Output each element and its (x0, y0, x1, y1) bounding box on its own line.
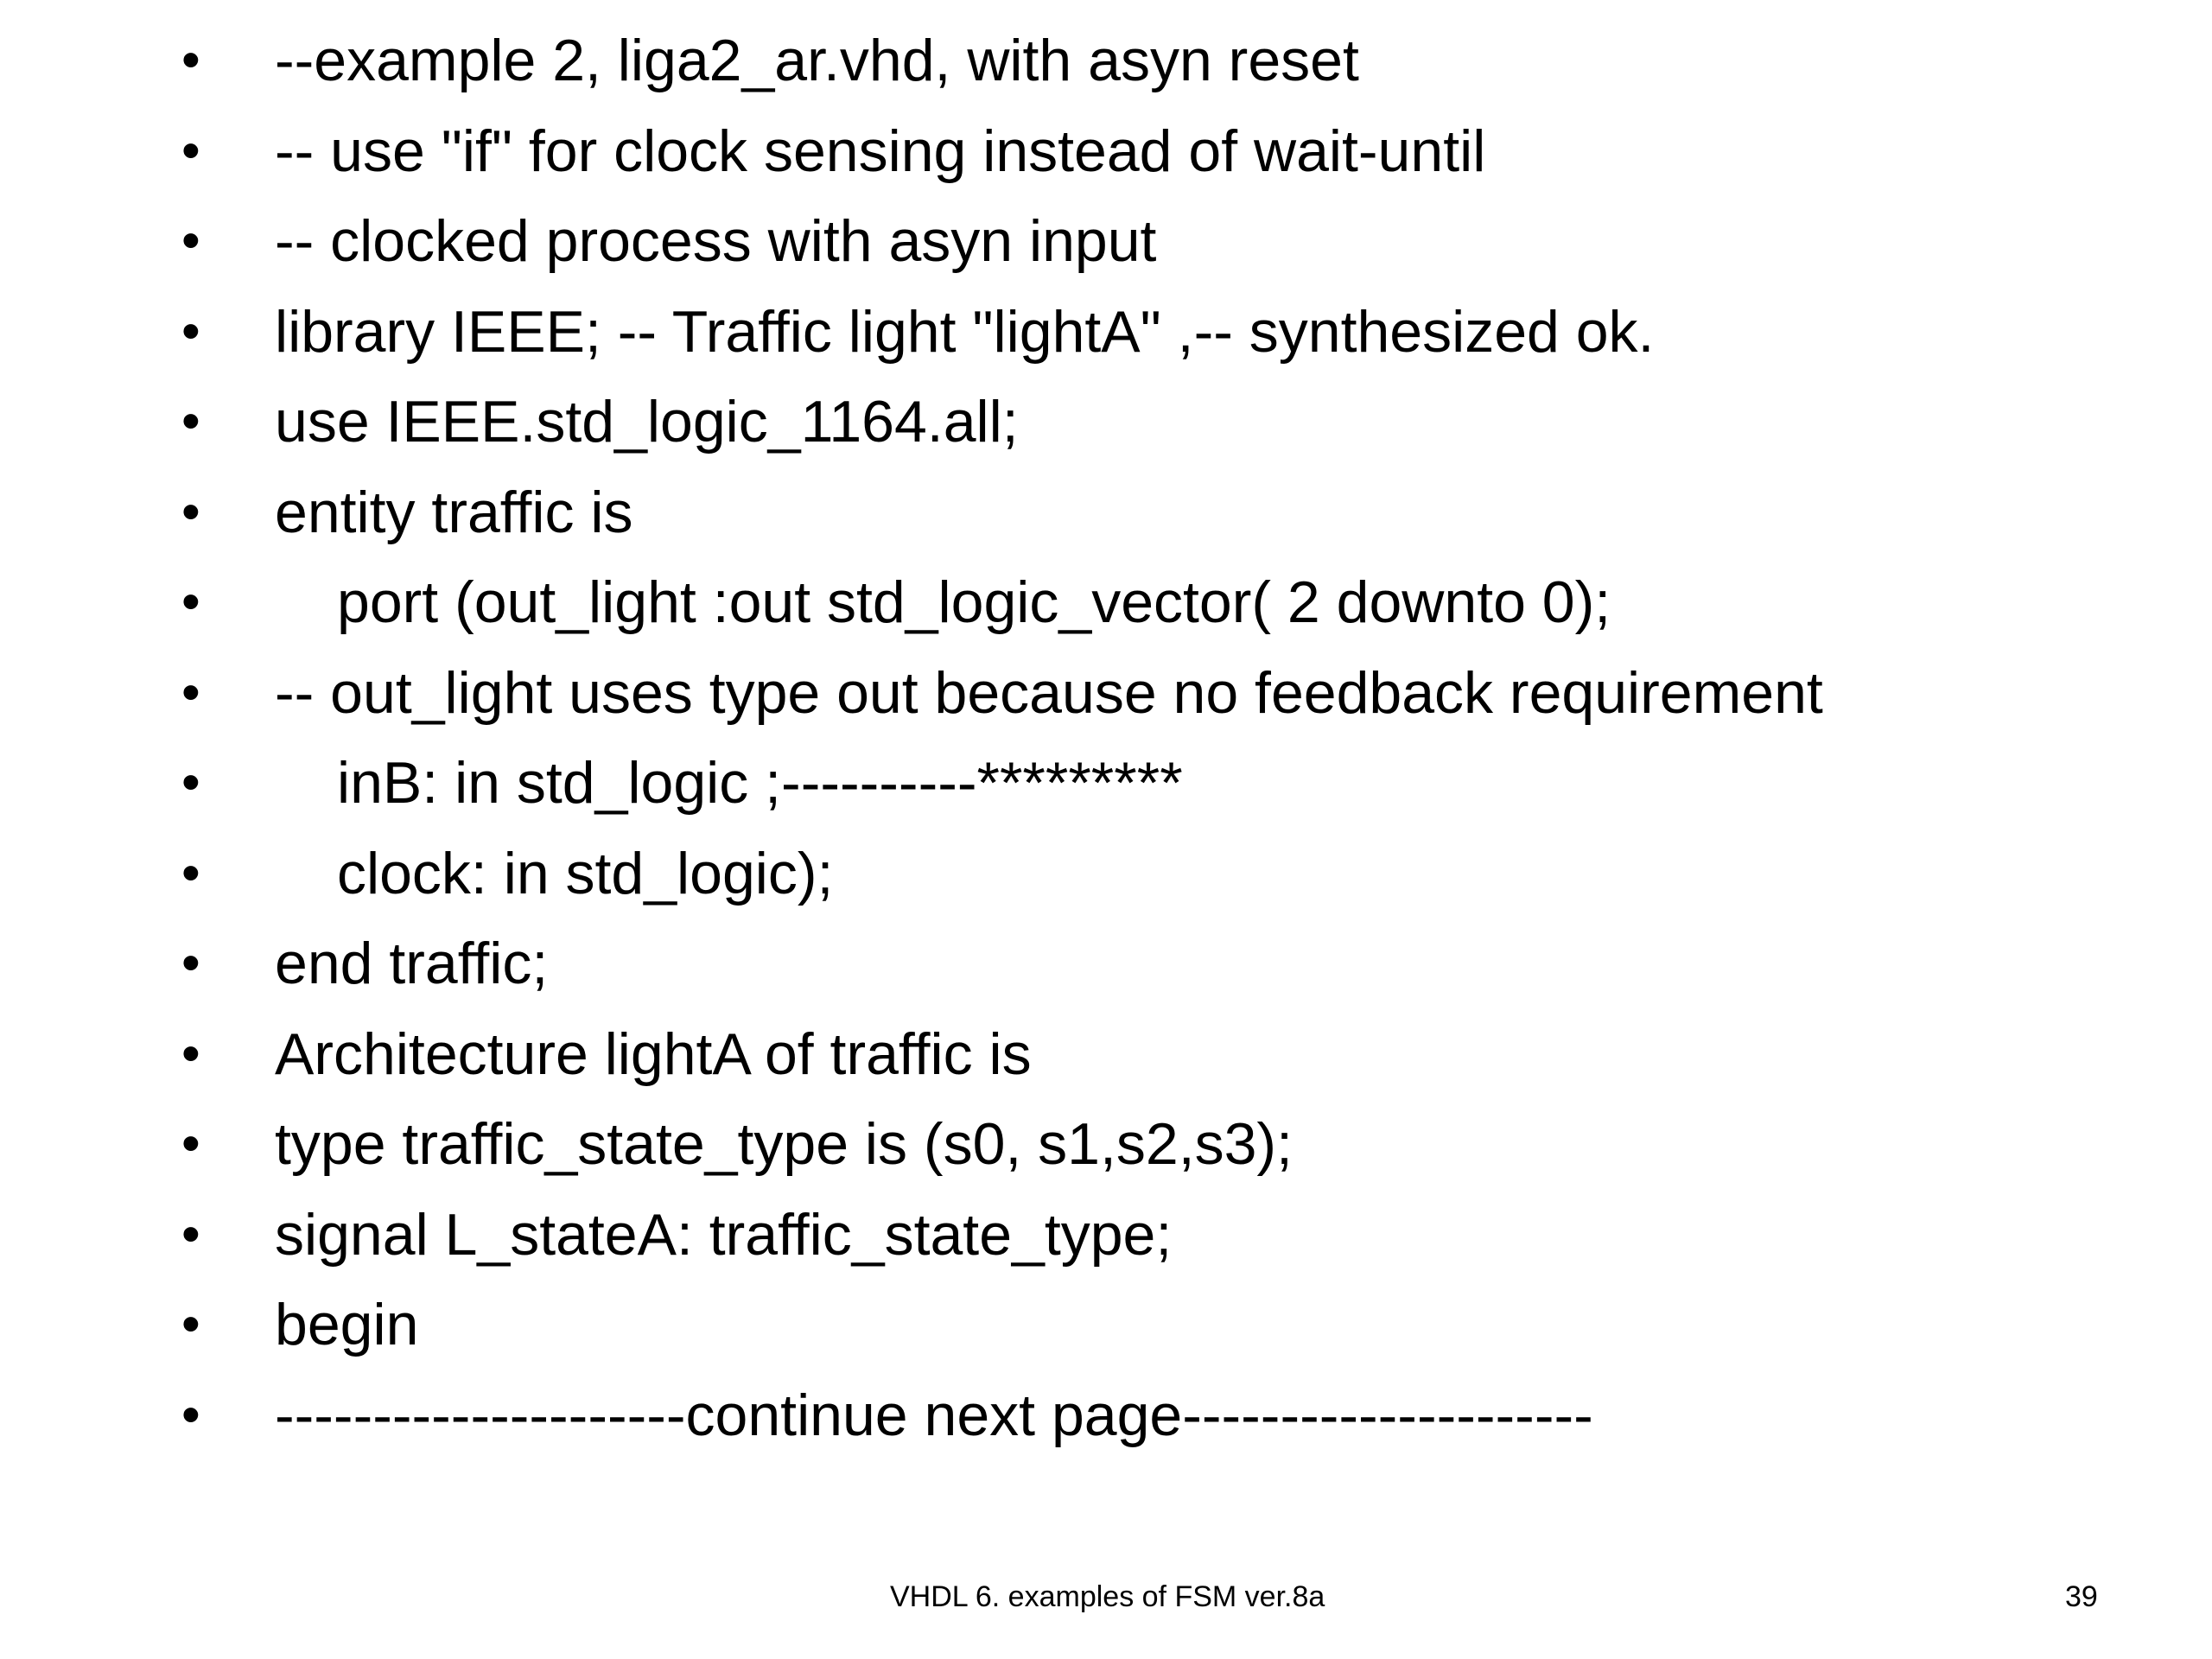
bullet-text: library IEEE; -- Traffic light "lightA" … (275, 298, 1655, 365)
bullet-icon: • (181, 120, 200, 181)
bullet-icon: • (181, 662, 200, 722)
bullet-icon: • (181, 301, 200, 361)
bullet-text: clock: in std_logic); (337, 840, 834, 906)
bullet-icon: • (181, 842, 200, 903)
bullet-text: begin (275, 1292, 419, 1357)
bullet-text: end traffic; (275, 931, 549, 996)
bullet-text: inB: in std_logic ;----------********* (337, 750, 1183, 816)
bullet-text: type traffic_state_type is (s0, s1,s2,s3… (275, 1111, 1293, 1177)
page-number: 39 (2065, 1580, 2098, 1613)
bullet-icon: • (181, 572, 200, 632)
bullet-text: -- clocked process with asyn input (275, 208, 1157, 274)
bullet-text: Architecture lightA of traffic is (275, 1020, 1032, 1087)
bullet-icon: • (181, 933, 200, 993)
bullet-text: -- out_light uses type out because no fe… (275, 659, 1823, 726)
bullet-text: signal L_stateA: traffic_state_type; (275, 1201, 1173, 1268)
bullet-icon: • (181, 1384, 200, 1445)
bullet-text: --example 2, liga2_ar.vhd, with asyn res… (275, 28, 1359, 93)
bullet-text: entity traffic is (275, 479, 633, 545)
bullet-icon: • (181, 1023, 200, 1084)
bullet-text: use IEEE.std_logic_1164.all; (275, 389, 1019, 454)
bullet-icon: • (181, 391, 200, 451)
footer-title: VHDL 6. examples of FSM ver.8a (890, 1580, 1325, 1613)
bullet-icon: • (181, 753, 200, 812)
bullet-icon: • (181, 1114, 200, 1173)
bullet-icon: • (181, 211, 200, 270)
bullet-icon: • (181, 1204, 200, 1264)
bullet-text: port (out_light :out std_logic_vector( 2… (337, 569, 1611, 635)
bullet-text: ---------------------continue next page-… (275, 1382, 1593, 1448)
bullet-text: -- use "if" for clock sensing instead of… (275, 118, 1486, 184)
bullet-icon: • (181, 481, 200, 542)
bullet-icon: • (181, 1294, 200, 1354)
bullet-icon: • (181, 30, 200, 90)
